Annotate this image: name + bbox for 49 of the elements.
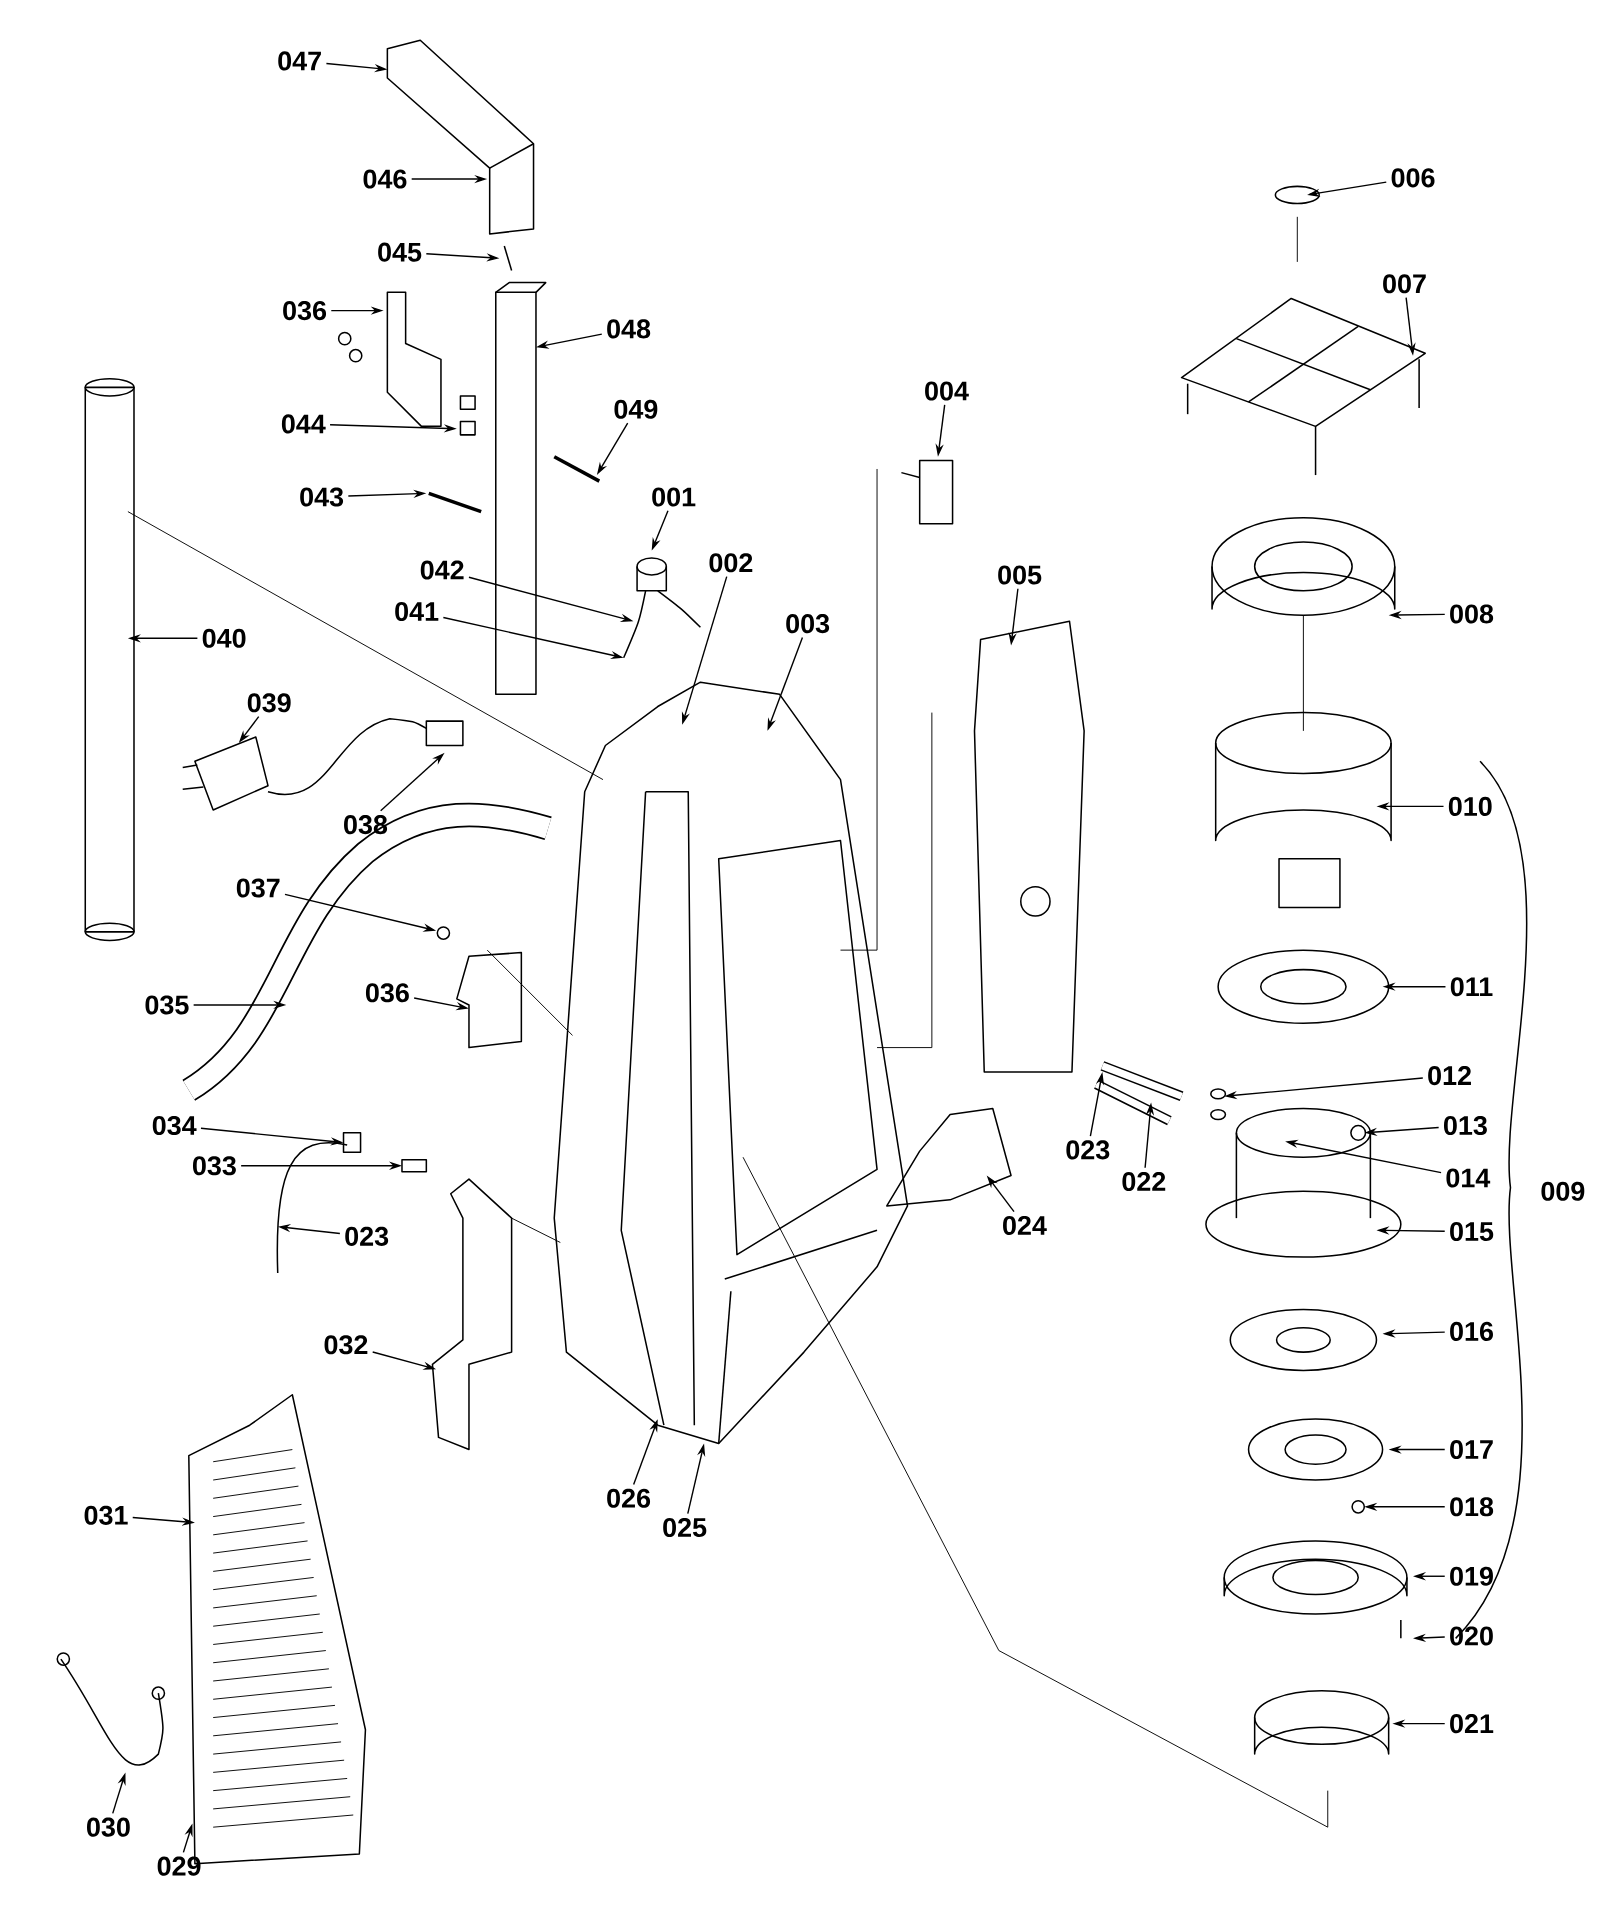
callout-number: 026	[607, 1488, 651, 1508]
callout-number: 022	[1122, 1172, 1166, 1192]
callout-number: 015	[1450, 1222, 1494, 1242]
callout-number: 020	[1450, 1626, 1494, 1646]
callout-number: 025	[663, 1518, 707, 1538]
callout-number: 014	[1446, 1168, 1491, 1188]
callout-number: 037	[237, 878, 280, 898]
callout-number: 033	[193, 1156, 237, 1176]
callout-number: 047	[278, 51, 322, 71]
callout-number: 049	[614, 399, 658, 419]
callout-number: 042	[420, 560, 464, 580]
callout-number: 031	[84, 1505, 128, 1525]
callout-number: 032	[324, 1335, 368, 1355]
callout-number: 013	[1444, 1116, 1488, 1136]
callout-number: 019	[1450, 1566, 1494, 1586]
callout-number: 023	[345, 1226, 389, 1246]
callout-number: 024	[1003, 1215, 1047, 1235]
callout-number: 034	[153, 1116, 197, 1136]
callout-number: 036	[366, 983, 410, 1003]
callout-number: 029	[157, 1856, 201, 1876]
callout-number: 048	[607, 319, 651, 339]
callout-number: 008	[1450, 604, 1494, 624]
callout-number: 041	[395, 601, 439, 622]
callout-number: 044	[282, 414, 326, 434]
callout-number: 036	[283, 301, 327, 321]
callout-number: 009	[1537, 1178, 1590, 1205]
callout-number: 039	[248, 693, 291, 713]
callout-number: 018	[1450, 1497, 1494, 1517]
callout-number: 030	[87, 1817, 130, 1837]
callout-number: 038	[344, 815, 388, 835]
callout-number: 003	[786, 614, 830, 634]
callout-number: 016	[1450, 1321, 1494, 1341]
callout-number: 007	[1383, 274, 1426, 294]
callout-number: 004	[925, 381, 969, 401]
callout-number: 040	[202, 628, 246, 648]
callout-number: 017	[1450, 1440, 1493, 1460]
callout-number: 010	[1449, 796, 1492, 816]
callout-number: 023	[1066, 1140, 1110, 1160]
callout-number: 011	[1451, 977, 1493, 997]
callout-number: 021	[1450, 1714, 1494, 1734]
callout-number: 043	[300, 487, 344, 507]
callout-number: 035	[145, 995, 189, 1015]
callout-number: 045	[378, 242, 422, 262]
callout-number: 002	[709, 553, 753, 573]
callout-number: 001	[652, 487, 696, 507]
callout-number: 006	[1391, 168, 1435, 188]
callout-number: 046	[363, 169, 407, 189]
callout-number: 012	[1428, 1066, 1472, 1086]
callout-number: 005	[998, 565, 1042, 585]
